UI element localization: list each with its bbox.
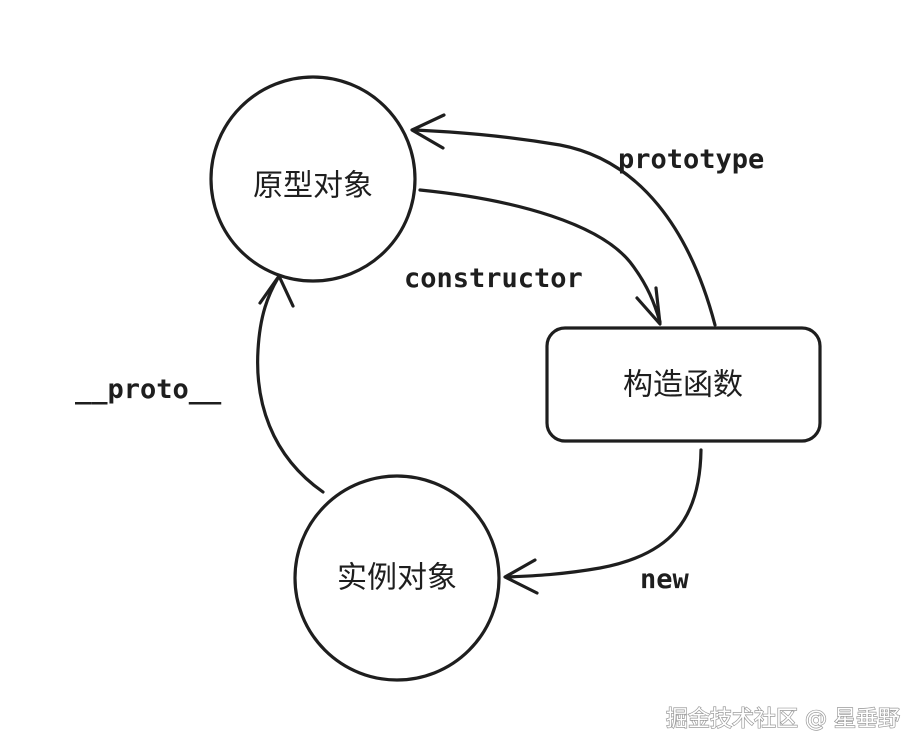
constructor-function-box — [545, 326, 822, 443]
node-prototype-object: 原型对象 — [209, 75, 417, 283]
edge-prototype-curve — [413, 128, 717, 327]
instance-object-circle — [293, 474, 501, 682]
edge-proto-label: __proto__ — [75, 374, 222, 405]
edge-constructor-curve — [418, 188, 662, 324]
edge-proto-arrowhead — [258, 274, 295, 308]
edge-new-arrowhead — [503, 558, 539, 595]
edge-constructor-label: constructor — [404, 263, 583, 294]
node-constructor-function: 构造函数 — [545, 326, 822, 443]
node-instance-object: 实例对象 — [293, 474, 501, 682]
edge-constructor: constructor — [404, 188, 662, 326]
prototype-object-label: 原型对象 — [253, 169, 373, 204]
edge-prototype-arrowhead — [410, 113, 446, 150]
prototype-object-circle — [209, 75, 417, 283]
instance-object-label: 实例对象 — [337, 561, 457, 596]
edge-proto: __proto__ — [75, 274, 325, 494]
edge-prototype-label: prototype — [618, 144, 764, 175]
edge-prototype: prototype — [410, 113, 764, 327]
edge-proto-curve — [256, 276, 325, 494]
edge-new-curve — [505, 448, 703, 579]
edge-new: new — [503, 448, 703, 595]
edge-constructor-arrowhead — [635, 286, 662, 326]
edge-new-label: new — [640, 564, 690, 595]
watermark-text: 掘金技术社区 @ 星垂野 — [666, 707, 900, 732]
constructor-function-label: 构造函数 — [623, 368, 743, 403]
